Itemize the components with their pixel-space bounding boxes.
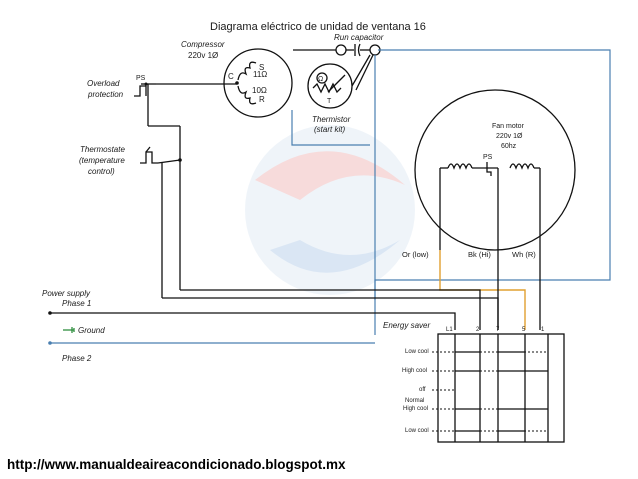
terminal-1: 1 <box>541 327 545 333</box>
normal-high-cool-label: High cool <box>403 406 428 412</box>
fan-motor-ps: PS <box>483 154 493 161</box>
compressor-voltage: 220v 1Ø <box>188 51 218 60</box>
phase-1-label: Phase 1 <box>62 299 91 308</box>
compressor-start: S <box>259 63 264 72</box>
source-url[interactable]: http://www.manualdeaireacondicionado.blo… <box>7 457 346 472</box>
normal-label: Normal <box>405 398 424 404</box>
fan-wire-black: Bk (Hi) <box>468 250 491 259</box>
phase-2-label: Phase 2 <box>62 354 92 363</box>
energy-saver-switch: Energy saver L1 2 7 5 1 Low cool High co… <box>383 321 565 443</box>
watermark-logo <box>245 125 415 295</box>
overload-protection: Overload protection PS <box>87 75 237 160</box>
off-label: off <box>419 387 426 393</box>
terminal-l1: L1 <box>446 327 453 333</box>
orange-wire <box>439 250 526 330</box>
fan-wire-white: Wh (R) <box>512 250 536 259</box>
thermistor-label: Thermistor <box>312 115 351 124</box>
run-capacitor-label: Run capacitor <box>334 33 384 42</box>
overload-label: Overload <box>87 79 120 88</box>
run-capacitor: Run capacitor <box>293 33 384 57</box>
compressor-label: Compressor <box>181 40 225 49</box>
low-cool-label: Low cool <box>405 349 429 355</box>
compressor-run: R <box>259 95 265 104</box>
compressor-resistance-1: 11Ω <box>253 70 267 79</box>
terminal-2: 2 <box>476 327 480 333</box>
energy-saver-label: Energy saver <box>383 321 430 330</box>
terminal-7: 7 <box>496 327 500 333</box>
fan-motor-label: Fan motor <box>492 123 525 130</box>
thermostat-sublabel-1: (temperature <box>79 156 125 165</box>
compressor-common: C <box>228 72 234 81</box>
fan-motor-frequency: 60hz <box>501 143 517 150</box>
low-cool-2-label: Low cool <box>405 428 429 434</box>
power-supply: Power supply Phase 1 Ground Phase 2 <box>42 289 105 363</box>
compressor-resistance-2: 10Ω <box>252 86 267 95</box>
thermistor-ohm: Ω <box>318 76 323 83</box>
thermostat: Thermostate (temperature control) <box>79 145 182 298</box>
terminal-5: 5 <box>522 327 526 333</box>
blue-wires <box>50 49 611 344</box>
fan-motor: Fan motor 220v 1Ø 60hz PS Or (low) Bk (H… <box>402 89 576 259</box>
thermistor-t: T <box>327 98 332 105</box>
high-cool-label: High cool <box>402 368 427 374</box>
fan-motor-voltage: 220v 1Ø <box>496 133 523 140</box>
overload-sublabel: protection <box>87 90 124 99</box>
thermistor-sublabel: (start kit) <box>314 125 345 134</box>
ground-icon <box>63 327 75 333</box>
thermostat-sublabel-2: control) <box>88 167 115 176</box>
overload-ps: PS <box>136 75 146 82</box>
fan-wire-orange: Or (low) <box>402 250 429 259</box>
black-wires <box>48 250 541 345</box>
thermistor: Ω T Thermistor (start kit) <box>307 54 374 134</box>
ground-label: Ground <box>78 326 105 335</box>
thermostat-label: Thermostate <box>80 145 125 154</box>
power-supply-label: Power supply <box>42 289 91 298</box>
compressor: Compressor 220v 1Ø C S R 11Ω 10Ω <box>181 40 293 118</box>
diagram-title: Diagrama eléctrico de unidad de ventana … <box>210 21 426 33</box>
